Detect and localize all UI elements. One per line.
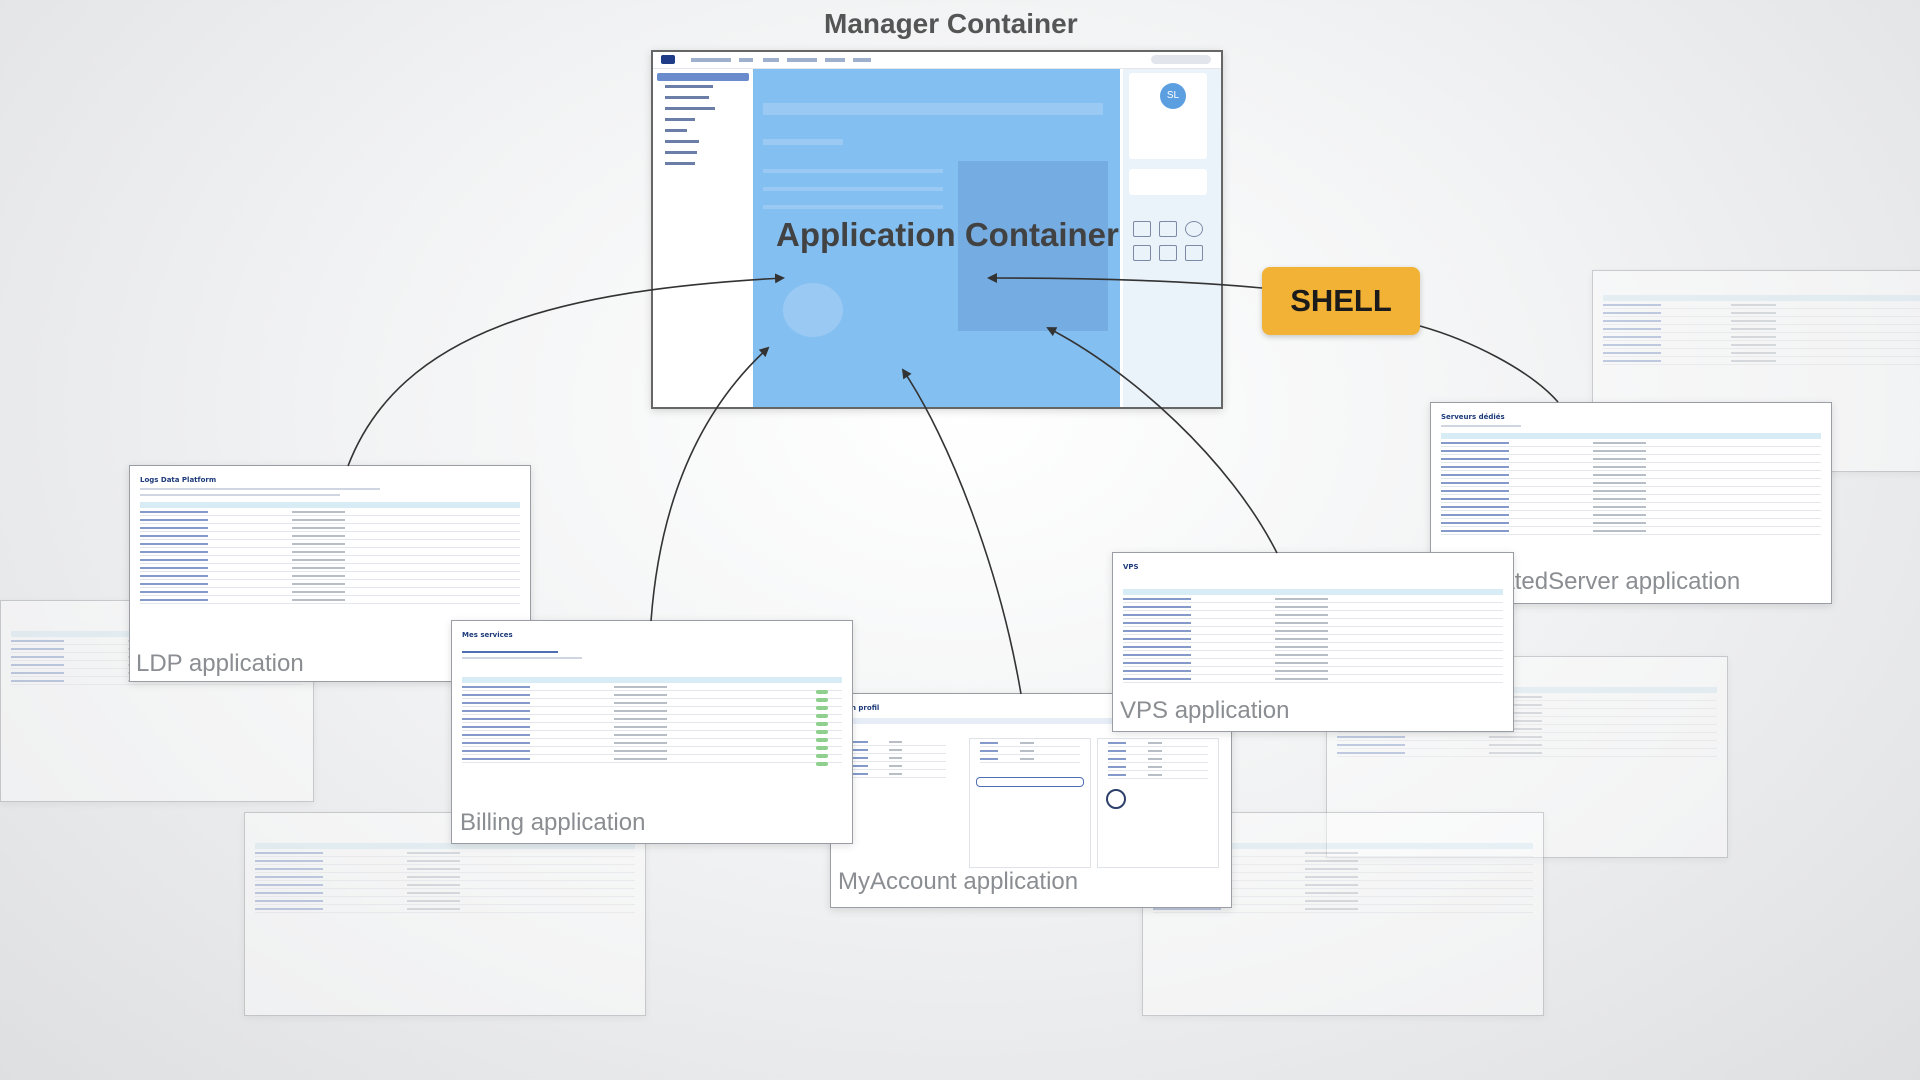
- top-navigation: [653, 52, 1221, 69]
- manager-container: SL: [651, 50, 1223, 409]
- background-card: [244, 812, 646, 1016]
- dedicated-application-card: Serveurs dédiés: [1430, 402, 1832, 604]
- myaccount-application-label: MyAccount application: [834, 868, 1083, 896]
- vps-application-label: VPS application: [1116, 697, 1294, 725]
- ldp-application-label: LDP application: [132, 650, 308, 678]
- myaccount-card-header: n profil: [851, 704, 880, 712]
- vps-application-card: VPS: [1112, 552, 1514, 732]
- arrow-vps-to-app: [1046, 327, 1278, 554]
- arrow-ldp-to-app: [347, 273, 785, 467]
- brand-logo-icon: [661, 55, 675, 64]
- application-container-title: Application Container: [776, 216, 1119, 253]
- shell-badge: SHELL: [1262, 267, 1420, 335]
- ldp-card-header: Logs Data Platform: [140, 476, 217, 484]
- arrow-dedicated-to-shell: [1419, 325, 1559, 403]
- billing-application-card: Mes services: [451, 620, 853, 844]
- arrow-shell-to-app: [987, 273, 1263, 289]
- arrow-billing-to-app: [650, 346, 770, 622]
- vps-card-header: VPS: [1123, 563, 1139, 571]
- dedicated-card-header: Serveurs dédiés: [1441, 413, 1505, 421]
- user-avatar: SL: [1160, 83, 1186, 109]
- billing-card-header: Mes services: [462, 631, 513, 639]
- billing-application-label: Billing application: [456, 809, 650, 837]
- arrow-myaccount-to-app: [901, 368, 1022, 695]
- application-container-zone: [753, 69, 1120, 407]
- manager-container-title: Manager Container: [824, 8, 1078, 39]
- account-sidebar: SL: [1123, 69, 1221, 407]
